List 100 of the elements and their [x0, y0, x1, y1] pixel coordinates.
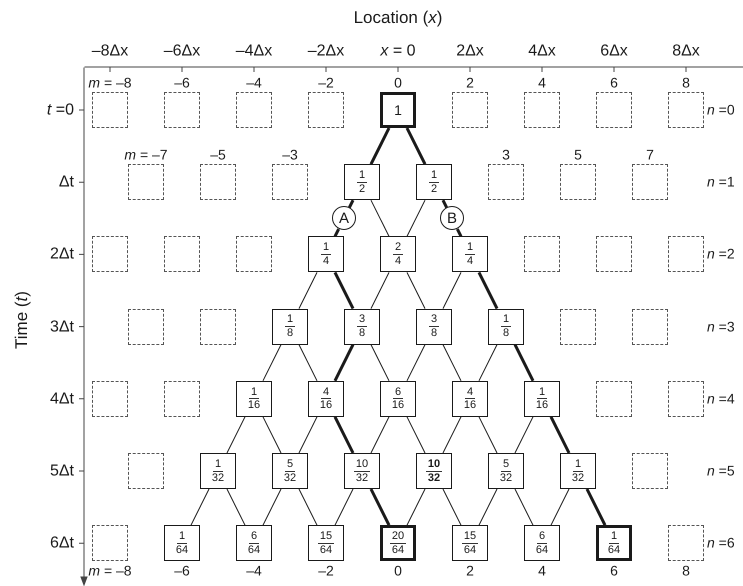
numerator: 1: [608, 530, 620, 544]
connector-line: [406, 272, 426, 310]
index-label: 7: [646, 146, 654, 164]
denominator: 8: [430, 327, 438, 340]
empty-box: [596, 380, 632, 417]
numerator: 1: [500, 313, 512, 328]
empty-box: [200, 164, 236, 200]
empty-box: [596, 236, 632, 272]
value-box: [560, 453, 596, 489]
connector-line: [370, 272, 390, 310]
axis-tick-label: 4Δt: [50, 389, 74, 408]
empty-box: [668, 380, 704, 417]
axis-tick-label: 5Δt: [50, 461, 74, 481]
value-box: [452, 380, 488, 417]
connector-line: [586, 488, 606, 526]
axis-tick-label: –2Δx: [308, 41, 344, 61]
value-box: [272, 453, 308, 489]
connector-line: [550, 488, 570, 526]
connector-line: [406, 127, 426, 165]
denominator: 32: [428, 472, 440, 484]
numerator: 6: [536, 530, 548, 544]
denominator: 2: [358, 182, 366, 196]
value-box: [380, 236, 416, 272]
step-label: n =6: [707, 534, 735, 552]
index-label: 2: [466, 74, 474, 92]
index-label: –6: [174, 562, 190, 580]
empty-box: [488, 164, 524, 200]
index-label: 6: [610, 562, 618, 580]
numerator: 2: [392, 241, 404, 255]
connector-line: [298, 344, 318, 382]
connector-line: [442, 416, 462, 454]
connector-line: [478, 488, 498, 526]
connector-line: [406, 416, 426, 454]
connector-line: [334, 272, 354, 310]
connector-line: [334, 416, 354, 454]
connector-line: [370, 200, 390, 237]
value-box: [596, 525, 632, 562]
numerator: 1: [464, 241, 476, 255]
numerator: 10: [426, 458, 442, 472]
connector-line: [226, 416, 246, 454]
denominator: 4: [466, 254, 474, 268]
empty-box: [92, 92, 128, 128]
denominator: 64: [608, 544, 620, 556]
denominator: 4: [394, 254, 402, 268]
value-box: [308, 525, 344, 562]
value-box: [308, 236, 344, 272]
empty-box: [596, 92, 632, 128]
value-box: [308, 380, 344, 417]
connector-line: [514, 344, 534, 382]
numerator: 1: [212, 458, 224, 472]
empty-box: [452, 92, 488, 128]
connector-line: [442, 488, 462, 526]
empty-box: [524, 236, 560, 272]
connector-line: [406, 344, 426, 382]
connector-line: [334, 488, 354, 526]
value-box: [380, 380, 416, 417]
denominator: 8: [502, 327, 510, 340]
numerator: 1: [284, 313, 296, 328]
empty-box: [632, 164, 668, 200]
empty-box: [632, 453, 668, 489]
connector-line: [442, 344, 462, 382]
axis-tick-label: –6Δx: [164, 41, 200, 61]
index-label: –2: [318, 562, 334, 580]
value-box: [272, 308, 308, 345]
axis-tick-label: 6Δt: [50, 534, 74, 553]
value-text: 1: [394, 102, 402, 118]
index-label: 3: [502, 146, 510, 164]
denominator: 64: [392, 544, 404, 556]
connector-line: [370, 416, 390, 454]
numerator: 5: [500, 458, 512, 472]
axis-title: Time (t): [12, 291, 32, 349]
denominator: 64: [536, 544, 548, 556]
empty-box: [668, 236, 704, 272]
numerator: 1: [248, 386, 260, 400]
value-box: [344, 308, 380, 345]
numerator: 6: [248, 530, 260, 544]
value-box: [416, 164, 452, 200]
empty-box: [92, 525, 128, 562]
step-label: n =3: [707, 318, 735, 335]
empty-box: [128, 453, 164, 489]
denominator: 16: [392, 399, 404, 412]
empty-box: [524, 92, 560, 128]
index-label: 5: [574, 146, 582, 164]
denominator: 64: [464, 544, 476, 556]
index-label: –3: [282, 146, 298, 164]
numerator: 15: [462, 530, 478, 544]
numerator: 1: [320, 241, 332, 255]
index-label: 8: [682, 74, 690, 92]
denominator: 16: [464, 399, 476, 412]
index-label: 0: [394, 74, 402, 92]
value-box: [488, 453, 524, 489]
value-box: [236, 525, 272, 562]
axis-tick-label: 2Δt: [50, 244, 74, 264]
denominator: 64: [320, 544, 332, 556]
index-label: 0: [394, 562, 402, 580]
empty-box: [128, 164, 164, 200]
value-box: [236, 380, 272, 417]
axis-tick-label: –8Δx: [92, 41, 128, 61]
numerator: 3: [428, 313, 440, 328]
empty-box: [308, 92, 344, 128]
